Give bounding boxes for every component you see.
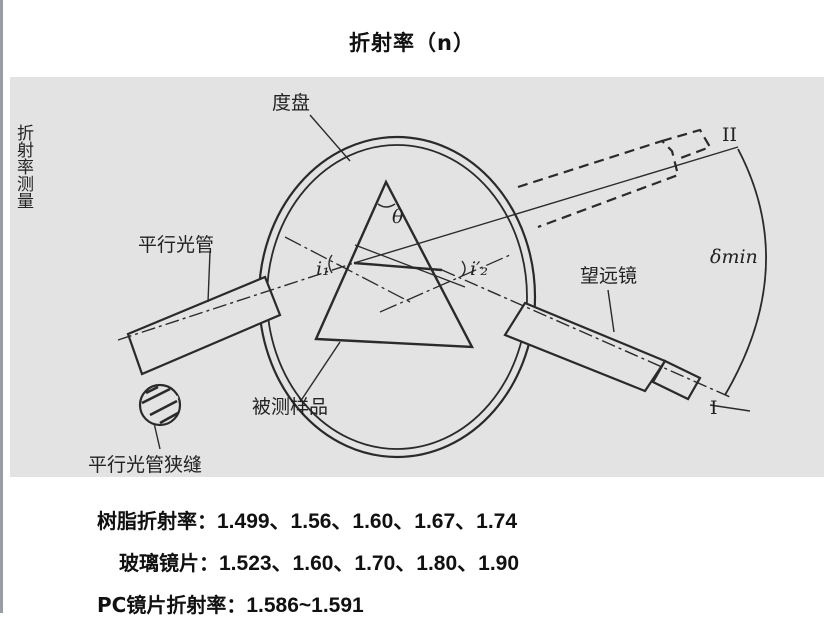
label-telescope: 望远镜 — [580, 265, 637, 287]
label-position-2: II — [722, 124, 737, 146]
telescope-position-2 — [517, 128, 712, 229]
label-min-deviation: δmin — [710, 246, 758, 268]
label-slit: 平行光管狭缝 — [88, 454, 202, 476]
pc-index-row: PC镜片折射率：1.586~1.591 — [97, 589, 364, 618]
glass-values: 1.523、1.60、1.70、1.80、1.90 — [219, 552, 520, 575]
resin-index-row: 树脂折射率：1.499、1.56、1.60、1.67、1.74 — [97, 505, 517, 535]
label-sample: 被测样品 — [252, 396, 328, 418]
page-title: 折射率（n） — [349, 31, 475, 55]
label-incident-angle: i₁ — [316, 258, 330, 280]
label-exit-angle: i′₂ — [470, 258, 488, 280]
left-edge-bar — [0, 0, 3, 613]
pc-values: 1.586~1.591 — [246, 594, 364, 617]
side-label: 折射率测量 — [13, 124, 33, 209]
label-collimator: 平行光管 — [138, 234, 214, 256]
label-position-1: I — [710, 397, 718, 419]
diagram-labels: 度盘 平行光管 望远镜 被测样品 平行光管狭缝 I II θ i₁ i′₂ δm… — [88, 92, 758, 476]
telescope-eyepiece — [651, 359, 702, 401]
label-dial: 度盘 — [272, 92, 310, 114]
resin-label: 树脂折射率： — [97, 509, 217, 533]
min-deviation-arc — [724, 148, 767, 396]
refractometer-diagram: 度盘 平行光管 望远镜 被测样品 平行光管狭缝 I II θ i₁ i′₂ δm… — [10, 77, 824, 477]
diagram-drawing — [117, 114, 767, 459]
telescope-tube — [503, 301, 667, 393]
slit-circle — [138, 383, 182, 427]
label-apex-angle: θ — [392, 206, 404, 228]
collimator-tube — [126, 275, 282, 376]
pc-label: PC镜片折射率： — [97, 593, 247, 617]
glass-index-row: 玻璃镜片：1.523、1.60、1.70、1.80、1.90 — [119, 547, 519, 577]
glass-label: 玻璃镜片： — [119, 551, 219, 575]
resin-values: 1.499、1.56、1.60、1.67、1.74 — [217, 510, 518, 533]
prism — [314, 179, 475, 349]
